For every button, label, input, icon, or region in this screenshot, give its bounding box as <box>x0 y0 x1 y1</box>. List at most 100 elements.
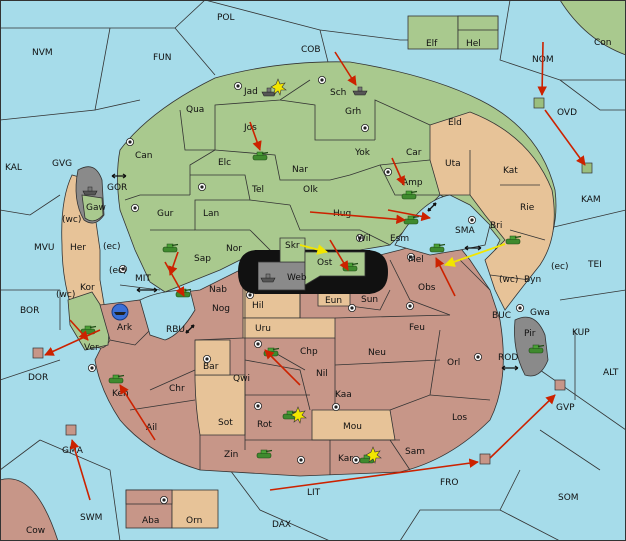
label-her: Her <box>70 243 86 253</box>
coast-tag-her-wc: (wc) <box>62 215 81 225</box>
label-chr: Chr <box>169 384 185 394</box>
label-orl: Orl <box>447 358 460 368</box>
label-orn: Orn <box>186 516 202 526</box>
label-bri: Bri <box>490 221 502 231</box>
coast-tag-kor-wc: (wc) <box>56 290 75 300</box>
label-ark: Ark <box>117 323 133 333</box>
region-hel-top[interactable] <box>457 15 499 31</box>
label-los: Los <box>452 413 467 423</box>
label-rbu: RBU <box>166 325 185 335</box>
label-hel: Hel <box>466 39 481 49</box>
label-gor: GOR <box>107 183 127 193</box>
region-ost[interactable] <box>304 251 366 286</box>
sea-labels: POL NVM FUN COB Con NOM OVD KAL GVG GOR … <box>5 13 619 536</box>
label-fun: FUN <box>153 53 172 63</box>
label-qwi: Qwi <box>233 374 250 384</box>
label-eld: Eld <box>448 118 462 128</box>
label-cob: COB <box>301 45 321 55</box>
region-pir[interactable] <box>514 316 549 377</box>
label-nab: Nab <box>209 285 227 295</box>
label-tei: TEI <box>587 260 602 270</box>
label-aba: Aba <box>142 516 159 526</box>
region-orn[interactable] <box>171 489 219 529</box>
region-ver[interactable] <box>67 291 111 351</box>
label-eun: Eun <box>325 296 342 306</box>
label-kaa: Kaa <box>335 390 352 400</box>
lake-sma[interactable] <box>394 194 491 256</box>
label-nar: Nar <box>292 165 308 175</box>
label-sma: SMA <box>455 226 475 236</box>
label-sam: Sam <box>405 447 425 457</box>
label-mel: Mel <box>408 255 424 265</box>
label-alt: ALT <box>603 368 619 378</box>
label-wil: Wil <box>357 234 371 244</box>
label-rod: ROD <box>498 353 518 363</box>
label-nvm: NVM <box>32 48 53 58</box>
ark-fleet-icon <box>111 303 129 321</box>
label-sap: Sap <box>194 254 211 264</box>
label-dax: DAX <box>272 520 291 530</box>
label-sch: Sch <box>330 88 346 98</box>
region-gaw-inner[interactable] <box>81 194 104 222</box>
coast-tags: (wc) (ec) (ec) (wc) (wc) (ec) <box>56 215 569 300</box>
label-gur: Gur <box>157 209 174 219</box>
dislodged-units <box>32 97 593 465</box>
label-cow: Cow <box>26 526 45 536</box>
label-ost: Ost <box>317 258 333 268</box>
label-yok: Yok <box>354 148 371 158</box>
label-kar: Kar <box>338 454 353 464</box>
label-dor: DOR <box>28 373 48 383</box>
arena-ends <box>238 250 388 294</box>
inlet-rbu[interactable] <box>139 289 196 341</box>
label-car: Car <box>406 148 422 158</box>
land-tan-east[interactable] <box>429 111 555 311</box>
label-tel: Tel <box>251 185 264 195</box>
label-con: Con <box>594 38 612 48</box>
label-gvg: GVG <box>52 159 72 169</box>
label-bor: BOR <box>20 306 39 316</box>
move-orders <box>44 41 586 501</box>
label-gvp: GVP <box>556 403 575 413</box>
coast-tag-her-ec: (ec) <box>103 242 121 252</box>
label-skr: Skr <box>285 241 300 251</box>
label-rot: Rot <box>257 420 272 430</box>
canal-markers <box>111 173 519 371</box>
label-mou: Mou <box>343 422 362 432</box>
label-nog: Nog <box>212 304 230 314</box>
label-ovd: OVD <box>557 108 577 118</box>
province-lines <box>124 79 546 475</box>
label-kal: KAL <box>5 163 22 173</box>
label-nor: Nor <box>226 244 242 254</box>
label-nil: Nil <box>316 369 328 379</box>
label-kat: Kat <box>503 166 518 176</box>
support-orders <box>299 243 506 267</box>
explosion-icons <box>270 78 382 464</box>
label-sot: Sot <box>218 418 233 428</box>
label-elc: Elc <box>218 158 231 168</box>
label-zin: Zin <box>224 450 238 460</box>
label-obs: Obs <box>418 283 436 293</box>
region-sot[interactable] <box>194 374 246 436</box>
label-mvu: MVU <box>34 243 55 253</box>
label-pol: POL <box>217 13 235 23</box>
label-gwa: Gwa <box>530 308 550 318</box>
region-elf[interactable] <box>407 15 459 50</box>
label-uta: Uta <box>445 159 461 169</box>
label-mit: MIT <box>135 274 151 284</box>
label-amp: Amp <box>402 178 423 188</box>
label-lan: Lan <box>203 209 219 219</box>
label-sun: Sun <box>361 295 378 305</box>
label-web: Web <box>287 273 307 283</box>
label-ver: Ver <box>84 343 99 353</box>
label-elf: Elf <box>426 39 438 49</box>
label-fro: FRO <box>440 478 459 488</box>
label-kor: Kor <box>80 283 95 293</box>
label-byn: Byn <box>524 275 541 285</box>
label-ail: Ail <box>146 423 157 433</box>
label-bar: Bar <box>203 362 219 372</box>
region-bar[interactable] <box>194 339 231 376</box>
label-jad: Jad <box>243 87 258 97</box>
label-olk: Olk <box>303 185 319 195</box>
